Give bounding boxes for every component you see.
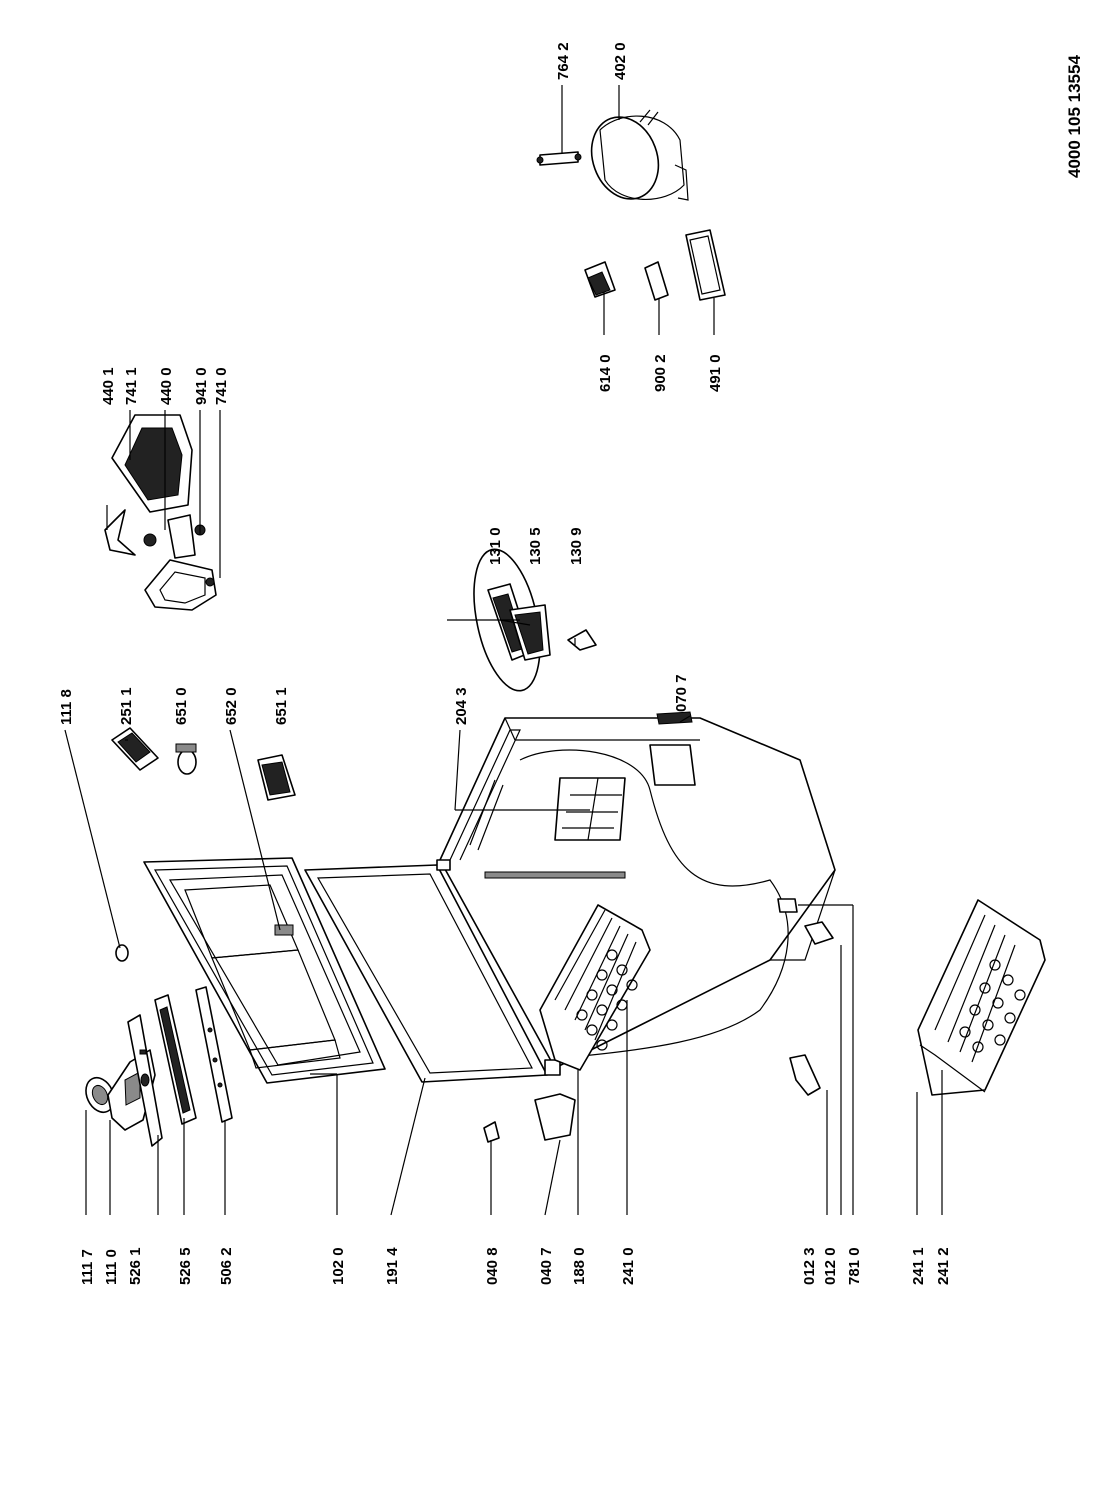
part-basket-outer: [917, 899, 1046, 1096]
part-sensor-clip: [567, 629, 597, 651]
callout-440-1: 440 1: [100, 367, 117, 405]
part-hinge: [789, 1054, 821, 1096]
part-compressor: [590, 109, 689, 201]
part-light-bar: [154, 994, 197, 1125]
part-small-cap: [115, 944, 129, 962]
document-number: 4000 105 13554: [1065, 55, 1084, 178]
part-clip: [483, 1121, 500, 1143]
callout-130-9: 130 9: [568, 527, 585, 565]
callout-652-0: 652 0: [223, 687, 240, 725]
part-bulb: [175, 743, 197, 775]
callout-741-1: 741 1: [123, 367, 140, 405]
callout-526-5: 526 5: [177, 1247, 194, 1285]
callout-651-0: 651 0: [173, 687, 190, 725]
callout-204-3: 204 3: [453, 687, 470, 725]
callout-526-1: 526 1: [127, 1247, 144, 1285]
callout-900-2: 900 2: [652, 354, 669, 392]
part-fan-blade: [104, 509, 136, 556]
callout-040-8: 040 8: [484, 1247, 501, 1285]
part-relay-clip: [644, 261, 669, 301]
part-relay: [584, 261, 616, 298]
callout-241-2: 241 2: [935, 1247, 952, 1285]
callout-111-0: 111 0: [103, 1249, 120, 1285]
callout-241-1: 241 1: [910, 1247, 927, 1285]
callout-012-0: 012 0: [822, 1247, 839, 1285]
part-lamp-socket: [257, 754, 296, 801]
callout-241-0: 241 0: [620, 1247, 637, 1285]
callout-070-7: 070 7: [673, 674, 690, 712]
callout-402-0: 402 0: [612, 42, 629, 80]
part-fan-motor: [143, 514, 206, 559]
callout-131-0: 131 0: [487, 527, 504, 565]
callout-111-7: 111 7: [79, 1249, 96, 1285]
callout-764-2: 764 2: [555, 42, 572, 80]
part-fan-shroud: [111, 414, 193, 513]
callout-781-0: 781 0: [846, 1247, 863, 1285]
part-basket-inner: [539, 904, 651, 1071]
callout-130-5: 130 5: [527, 527, 544, 565]
callout-440-0: 440 0: [158, 367, 175, 405]
callout-188-0: 188 0: [571, 1247, 588, 1285]
part-fan-housing: [144, 559, 217, 611]
part-strip: [195, 986, 233, 1123]
callout-labels: 111 7 111 0 526 1 526 5 506 2 102 0 191 …: [58, 42, 1084, 1285]
part-light-cover: [111, 727, 159, 771]
callout-102-0: 102 0: [330, 1247, 347, 1285]
part-bracket: [534, 1093, 576, 1141]
callout-741-0: 741 0: [213, 367, 230, 405]
callout-491-0: 491 0: [707, 354, 724, 392]
callout-251-1: 251 1: [118, 687, 135, 725]
callout-614-0: 614 0: [597, 354, 614, 392]
callout-111-8: 111 8: [58, 689, 75, 725]
callout-040-7: 040 7: [538, 1247, 555, 1285]
callout-651-1: 651 1: [273, 687, 290, 725]
callout-506-2: 506 2: [218, 1247, 235, 1285]
part-cabinet: [436, 711, 836, 1076]
callout-191-4: 191 4: [384, 1247, 401, 1285]
part-lid: [143, 857, 386, 1084]
callout-012-3: 012 3: [801, 1247, 818, 1285]
part-filter-drier: [536, 151, 582, 166]
leader-lines: [64, 85, 943, 1216]
part-relay-cover: [685, 229, 726, 301]
callout-941-0: 941 0: [193, 367, 210, 405]
part-control-panel: [127, 1014, 163, 1147]
